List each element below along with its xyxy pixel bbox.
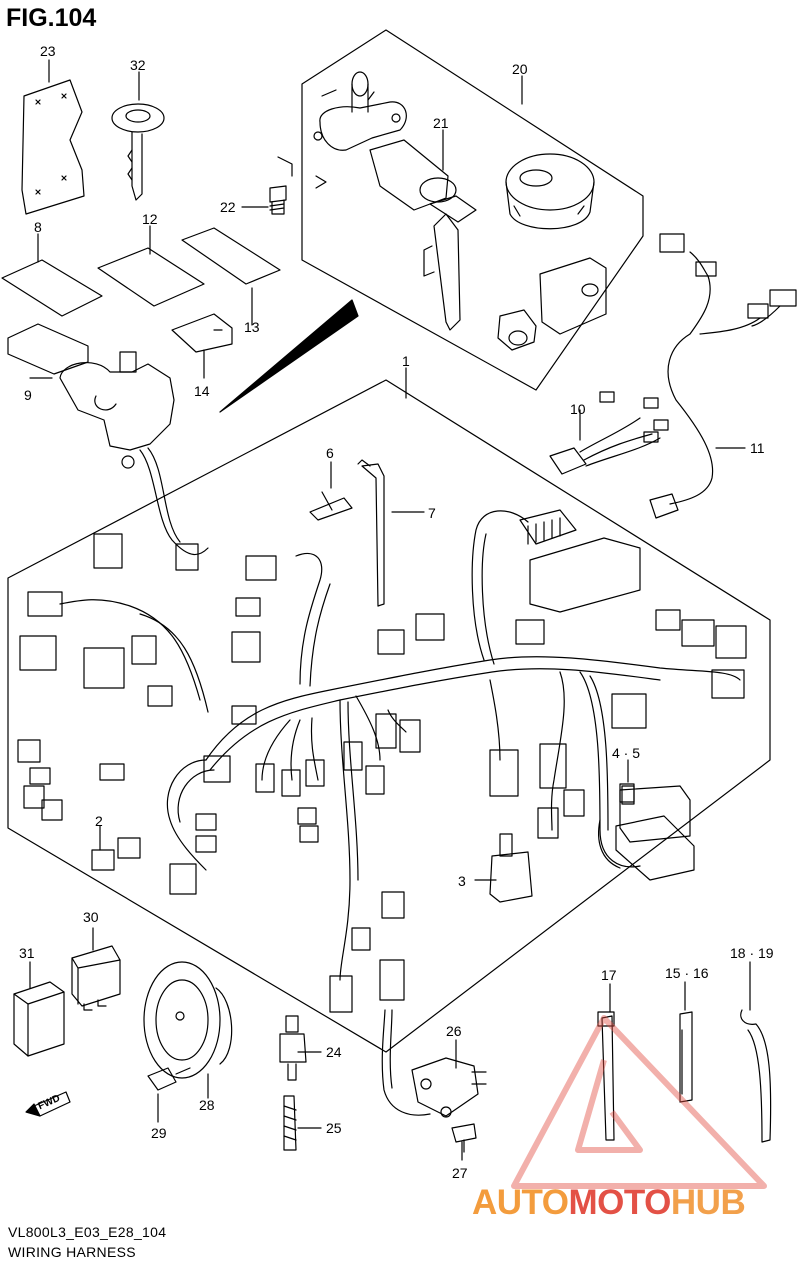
figure-title: FIG.104 — [6, 4, 97, 32]
callout-25: 25 — [326, 1120, 342, 1136]
callout-9: 9 — [24, 387, 32, 403]
watermark-hub: HUB — [670, 1183, 746, 1222]
callout-29: 29 — [151, 1125, 167, 1141]
callout-3: 3 — [458, 873, 466, 889]
ignition-kit-outline — [301, 29, 644, 391]
callout-23: 23 — [40, 43, 56, 59]
callout-12: 12 — [142, 211, 158, 227]
callout-22: 22 — [220, 199, 236, 215]
callout-6: 6 — [326, 445, 334, 461]
callout-28: 28 — [199, 1097, 215, 1113]
watermark-auto: AUTO — [472, 1183, 569, 1222]
callout-17: 17 — [601, 967, 617, 983]
callout-8: 8 — [34, 219, 42, 235]
harness-outline — [7, 379, 771, 1053]
callout-10: 10 — [570, 401, 586, 417]
callout-1: 1 — [402, 353, 410, 369]
callout-15-16: 15 · 16 — [665, 965, 709, 981]
callout-18-19: 18 · 19 — [730, 945, 774, 961]
callout-30: 30 — [83, 909, 99, 925]
callout-7: 7 — [428, 505, 436, 521]
wedge-pointer — [219, 299, 359, 413]
callout-20: 20 — [512, 61, 528, 77]
callout-13: 13 — [244, 319, 260, 335]
callout-21: 21 — [433, 115, 449, 131]
callout-14: 14 — [194, 383, 210, 399]
watermark-moto: MOTO — [568, 1183, 672, 1222]
diagram-caption: WIRING HARNESS — [8, 1244, 136, 1260]
callout-27: 27 — [452, 1165, 468, 1181]
callout-26: 26 — [446, 1023, 462, 1039]
watermark-brand: AUTOMOTOHUB — [472, 1183, 746, 1223]
callout-32: 32 — [130, 57, 146, 73]
watermark-logo-triangle — [511, 1015, 767, 1189]
callout-4-5: 4 · 5 — [612, 745, 641, 761]
callout-2: 2 — [95, 813, 103, 829]
callout-31: 31 — [19, 945, 35, 961]
callout-24: 24 — [326, 1044, 342, 1060]
diagram-code: VL800L3_E03_E28_104 — [8, 1224, 167, 1240]
callout-11: 11 — [750, 440, 765, 456]
